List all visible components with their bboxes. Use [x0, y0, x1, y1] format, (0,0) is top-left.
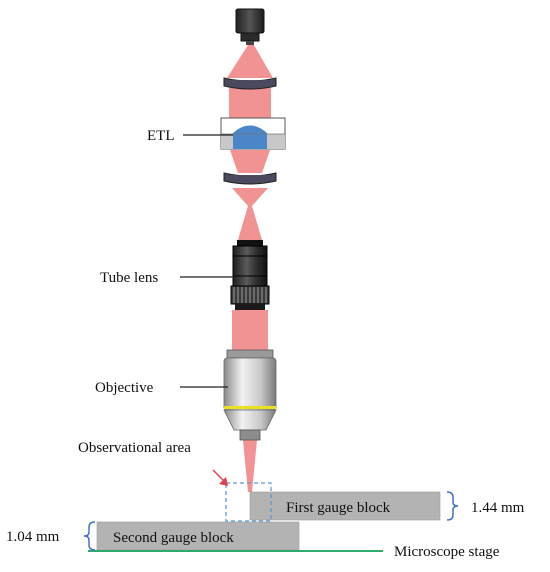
beam-lens2-focus-bottom — [238, 206, 262, 240]
second-block-brace — [83, 521, 96, 551]
second-height-label: 1.04 mm — [6, 529, 60, 545]
second-gauge-block-label: Second gauge block — [113, 530, 234, 546]
relay-lens-bottom — [223, 172, 277, 185]
first-gauge-block — [249, 491, 441, 521]
beam-tube-to-objective — [232, 310, 268, 350]
beam-lens2-focus-top — [232, 188, 268, 206]
beam-camera-to-lens1 — [227, 45, 273, 78]
tube-lens-label: Tube lens — [100, 270, 158, 286]
etl-label: ETL — [147, 128, 175, 144]
tube-lens — [230, 240, 270, 310]
leader-lines — [180, 134, 235, 388]
tube-lens-knurl — [233, 287, 267, 303]
microscope-stage-label: Microscope stage — [394, 544, 500, 560]
beam-etl-to-lens2 — [230, 150, 270, 173]
relay-lens-top — [223, 77, 277, 90]
observation-arrow — [212, 469, 228, 486]
camera-icon — [235, 8, 265, 45]
first-block-brace — [446, 491, 459, 521]
first-height-label: 1.44 mm — [471, 500, 525, 516]
second-gauge-block — [96, 521, 300, 551]
observational-area-box — [225, 482, 272, 522]
beam-objective-to-sample — [243, 440, 257, 492]
objective-label: Objective — [95, 380, 154, 396]
laser-beam — [227, 45, 273, 492]
first-gauge-block-label: First gauge block — [286, 500, 391, 516]
objective-lens — [223, 349, 277, 441]
observational-area-label: Observational area — [78, 440, 191, 456]
etl-lens — [220, 117, 286, 150]
